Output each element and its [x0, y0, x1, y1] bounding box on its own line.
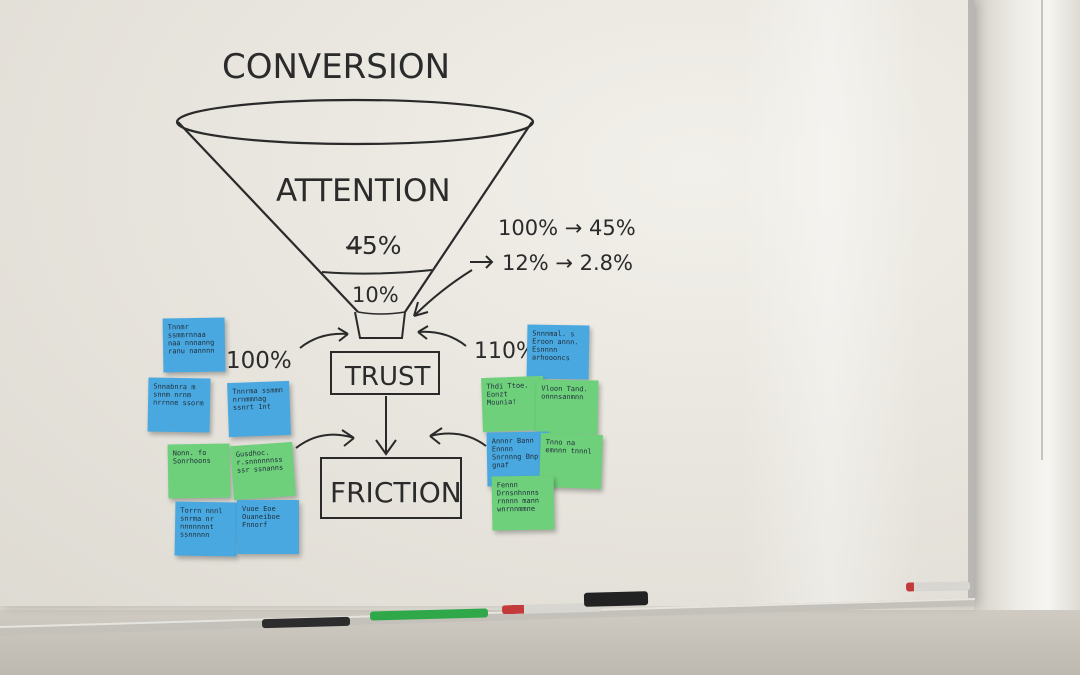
arrow-head: [417, 325, 429, 340]
red-marker-right[interactable]: [905, 581, 971, 592]
arrow-head: [413, 301, 429, 317]
arrow-head: [337, 327, 349, 342]
funnel-value-top: 4̶5%: [346, 231, 402, 260]
board-glare: [740, 0, 920, 606]
funnel-band-line: [321, 269, 433, 275]
funnel-stage-attention: ATTENTION: [276, 173, 451, 209]
trust-label: TRUST: [344, 362, 430, 392]
sticky-note: Vloon Tand. onnnsanmnn: [535, 379, 599, 435]
funnel-rim: [175, 98, 535, 146]
friction-box: [320, 457, 462, 519]
sticky-note: Fennn Drnsnhnnns rnnnn mann wnrnnmmne: [491, 475, 555, 531]
arrow-left-friction: [295, 429, 355, 449]
sticky-note: Vuoe Eoe Ouaneiboe Fnnorf: [237, 500, 299, 554]
sticky-note: Snnabnra m snnm nrnm nrrnne ssorm: [147, 377, 211, 433]
left-value: 100%: [226, 348, 292, 374]
arrow-right-small: [470, 255, 494, 269]
arrow-down: [375, 396, 397, 456]
funnel-spout: [354, 311, 406, 339]
sticky-note: Tnnmr ssmmrnnaa naa nnnanng ranu nannnn: [162, 317, 226, 373]
window-light: [974, 0, 1080, 675]
sticky-note: Gusdhoc. r.snnnnnnss ssr ssnanns: [230, 441, 296, 501]
funnel-value-middle: 10%: [352, 283, 399, 307]
arrow-right-in: [417, 330, 467, 347]
sticky-note: Snnnmal. s Eroon annn. Esnnnn arhoooncs: [526, 324, 590, 380]
trust-box: [330, 351, 440, 395]
sticky-note: Nonn. fo Sonrhoons: [167, 443, 231, 499]
right-value: 110%: [474, 339, 537, 364]
flow-line-1: 100% → 45%: [498, 216, 636, 240]
whiteboard: [0, 0, 974, 606]
sticky-note: Tnnrma ssmmn nrnmmnag ssnrt 1nt: [227, 380, 291, 438]
flow-line-2: 12% → 2.8%: [502, 251, 633, 275]
funnel-sides: [177, 121, 533, 313]
eraser[interactable]: [583, 591, 649, 607]
arrow-left-in: [299, 332, 349, 349]
sticky-note: Torrn nnnl snrma nr nnnnnnnt ssnnnnn: [174, 501, 238, 557]
funnel-neck-line: [357, 311, 406, 315]
friction-label: FRICTION: [330, 476, 462, 509]
board-title: CONVERSION: [222, 47, 450, 87]
arrow-to-funnel: [413, 269, 473, 317]
arrow-right-friction: [429, 427, 487, 447]
